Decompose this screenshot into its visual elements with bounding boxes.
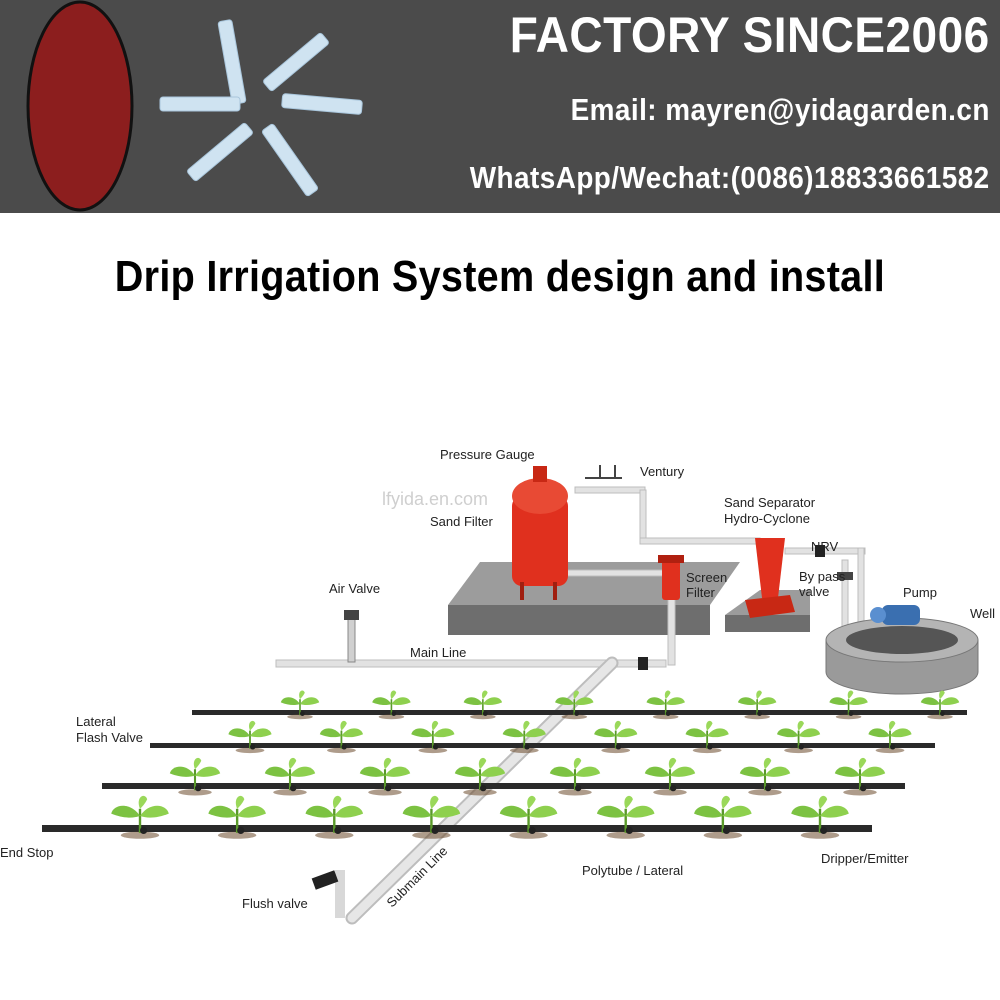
label-hydro-cyclone: Hydro-Cyclone (724, 511, 810, 526)
watermark: lfyida.en.com (382, 489, 488, 509)
bypass-valve (837, 572, 853, 580)
header-banner: FACTORY SINCE2006 Email: mayren@yidagard… (0, 0, 1000, 213)
plant (834, 757, 886, 796)
plant (694, 795, 752, 839)
red-disc (26, 0, 134, 212)
flush-valve (311, 870, 339, 890)
label-screen: Screen (686, 570, 727, 585)
well (825, 617, 979, 695)
plant (319, 720, 364, 754)
hydro-cyclone (745, 538, 795, 618)
plant (463, 690, 503, 720)
plant (685, 720, 729, 754)
plant (228, 720, 272, 754)
plant (111, 795, 169, 839)
page-title-text: Drip Irrigation System design and instal… (114, 252, 886, 301)
plant (644, 757, 696, 796)
label-lateral: Lateral (76, 714, 116, 729)
plant (776, 720, 821, 754)
label-air-valve: Air Valve (329, 581, 380, 596)
plant (549, 757, 601, 796)
label-pump: Pump (903, 585, 937, 600)
plants (111, 690, 960, 839)
plant (739, 757, 791, 796)
plant (646, 690, 685, 720)
label-nrv: NRV (811, 539, 839, 554)
plant (502, 720, 546, 754)
drip-tape-emitter-icon (159, 19, 363, 197)
label-flash-valve: Flash Valve (76, 730, 143, 745)
plant (499, 795, 558, 839)
laterals (42, 710, 967, 832)
plant (596, 795, 655, 839)
screen-filter (658, 555, 684, 600)
plant (791, 795, 849, 839)
main-valve (638, 657, 648, 670)
lateral-2 (150, 743, 935, 748)
label-well: Well (970, 606, 995, 621)
label-pressure-gauge: Pressure Gauge (440, 447, 535, 462)
plant (411, 720, 455, 754)
label-venturi: Ventury (640, 464, 685, 479)
factory-title: FACTORY SINCE2006 (510, 7, 990, 63)
contact-email: Email: mayren@yidagarden.cn (570, 92, 990, 127)
plant (737, 690, 777, 720)
lateral-1 (192, 710, 967, 715)
logo-graphic (26, 0, 363, 212)
plant (402, 795, 461, 839)
pump (870, 605, 920, 625)
page-title: Drip Irrigation System design and instal… (0, 252, 1000, 302)
plant (359, 757, 411, 796)
label-sand-separator: Sand Separator (724, 495, 816, 510)
label-bypass-valve: valve (799, 584, 829, 599)
label-dripper: Dripper/Emitter (821, 851, 909, 866)
plant (280, 690, 320, 720)
label-sand-filter: Sand Filter (430, 514, 494, 529)
plant (594, 720, 638, 754)
plant (868, 720, 912, 754)
sand-filter-tank (512, 466, 568, 600)
label-polytube: Polytube / Lateral (582, 863, 683, 878)
label-flush-valve: Flush valve (242, 896, 308, 911)
nrv-valve (815, 545, 825, 557)
plant (555, 690, 594, 720)
lateral-3 (102, 783, 905, 789)
plant (920, 690, 960, 720)
plant (454, 757, 506, 796)
plant (264, 757, 316, 796)
lateral-4 (42, 825, 872, 832)
plant (305, 795, 364, 839)
air-valve (344, 610, 359, 663)
plant (829, 690, 868, 720)
plant (372, 690, 411, 720)
label-bypass: By pass (799, 569, 846, 584)
contact-phone: WhatsApp/Wechat:(0086)18833661582 (470, 160, 990, 195)
plant (169, 757, 221, 796)
plant (208, 795, 266, 839)
irrigation-diagram: lfyida.en.com Pressure Gauge Ventury San… (0, 447, 995, 925)
label-end-stop: End Stop (0, 845, 54, 860)
label-main-line: Main Line (410, 645, 466, 660)
venturi-injector (585, 465, 622, 479)
label-screen-filter: Filter (686, 585, 716, 600)
